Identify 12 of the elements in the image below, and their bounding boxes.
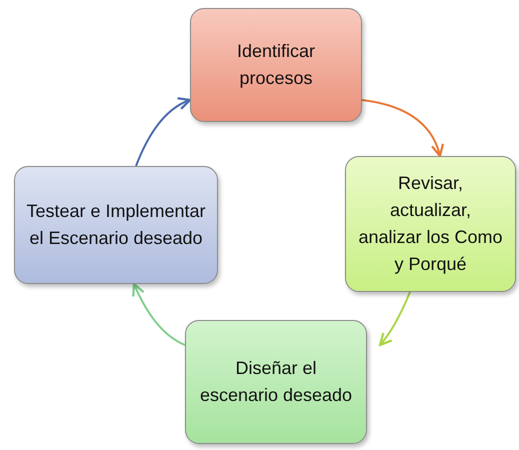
box-label: Identificar procesos [236, 40, 316, 90]
process-box [345, 156, 516, 292]
curved-arrow [362, 99, 444, 158]
curved-arrow [132, 282, 186, 346]
box-label: Diseñar el escenario deseado [198, 357, 354, 407]
process-box [185, 320, 367, 444]
process-box [14, 166, 218, 284]
curved-arrow [135, 98, 192, 166]
process-box [190, 8, 362, 122]
curved-arrow [378, 292, 411, 346]
box-label: Testear e Implementar el Escenario deseado [25, 200, 207, 250]
box-label: Revisar, actualizar, analizar los Como y Porqué [357, 172, 504, 276]
